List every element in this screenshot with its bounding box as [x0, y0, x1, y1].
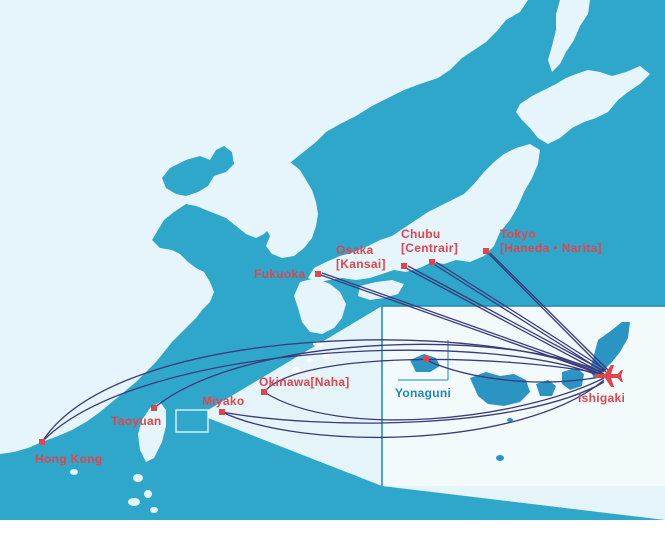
airport-markers: [39, 248, 489, 445]
label-osaka: Osaka [Kansai]: [336, 243, 386, 271]
label-fukuoka: Fukuoka: [254, 267, 306, 281]
marker-tokyo: [483, 248, 489, 254]
label-hong-kong: Hong Kong: [35, 452, 103, 466]
route-taoyuan: [153, 343, 605, 409]
taiwan-land: [138, 402, 166, 462]
airplane-icon: [595, 365, 623, 387]
honshu-land: [308, 144, 540, 282]
label-tokyo: Tokyo [Haneda・Narita]: [500, 227, 602, 255]
label-yonaguni: Yonaguni: [395, 386, 452, 400]
route-tokyo: [485, 250, 607, 373]
route-fukuoka-b: [321, 272, 603, 373]
marker-osaka: [401, 263, 407, 269]
label-chubu-name: Chubu: [401, 227, 441, 241]
route-chubu-b: [435, 261, 607, 371]
route-tokyo-b: [489, 252, 609, 371]
label-osaka-name: Osaka: [336, 243, 374, 257]
route-yonaguni: [425, 359, 601, 383]
route-okinawa: [263, 358, 605, 393]
marker-okinawa: [261, 389, 267, 395]
marker-yonaguni: [423, 356, 429, 362]
label-osaka-airport: [Kansai]: [336, 257, 386, 271]
route-hongkong: [41, 339, 605, 443]
marker-taoyuan: [151, 405, 157, 411]
routes: [41, 250, 609, 443]
miyako-zoom-box: [175, 409, 209, 433]
label-chubu-airport: [Centrair]: [401, 241, 459, 255]
label-okinawa: Okinawa[Naha]: [259, 375, 350, 389]
route-osaka-b: [407, 265, 605, 372]
bohai-sea: [162, 146, 234, 196]
route-osaka: [403, 266, 603, 374]
route-hongkong-b: [41, 349, 605, 443]
label-ishigaki: Ishigaki: [578, 391, 626, 405]
route-map: [0, 0, 665, 520]
route-okinawa-b: [263, 377, 605, 421]
route-miyako-b: [221, 381, 605, 424]
label-tokyo-airports: [Haneda・Narita]: [500, 241, 602, 255]
route-chubu: [431, 262, 605, 373]
marker-hongkong: [39, 439, 45, 445]
label-miyako: Miyako: [202, 394, 245, 408]
hokkaido-land: [516, 66, 650, 144]
marker-fukuoka: [315, 271, 321, 277]
marker-miyako: [219, 409, 225, 415]
kyushu-land: [294, 278, 346, 334]
label-chubu: Chubu [Centrair]: [401, 227, 458, 255]
label-taoyuan: Taoyuan: [111, 414, 162, 428]
route-miyako: [221, 379, 605, 439]
mainland-land: [0, 0, 528, 454]
philippines-islands: [70, 469, 158, 513]
label-tokyo-name: Tokyo: [500, 227, 536, 241]
shikoku-land: [358, 280, 404, 300]
korea-land: [260, 162, 318, 258]
sakhalin-land: [548, 0, 590, 72]
marker-chubu: [429, 259, 435, 265]
